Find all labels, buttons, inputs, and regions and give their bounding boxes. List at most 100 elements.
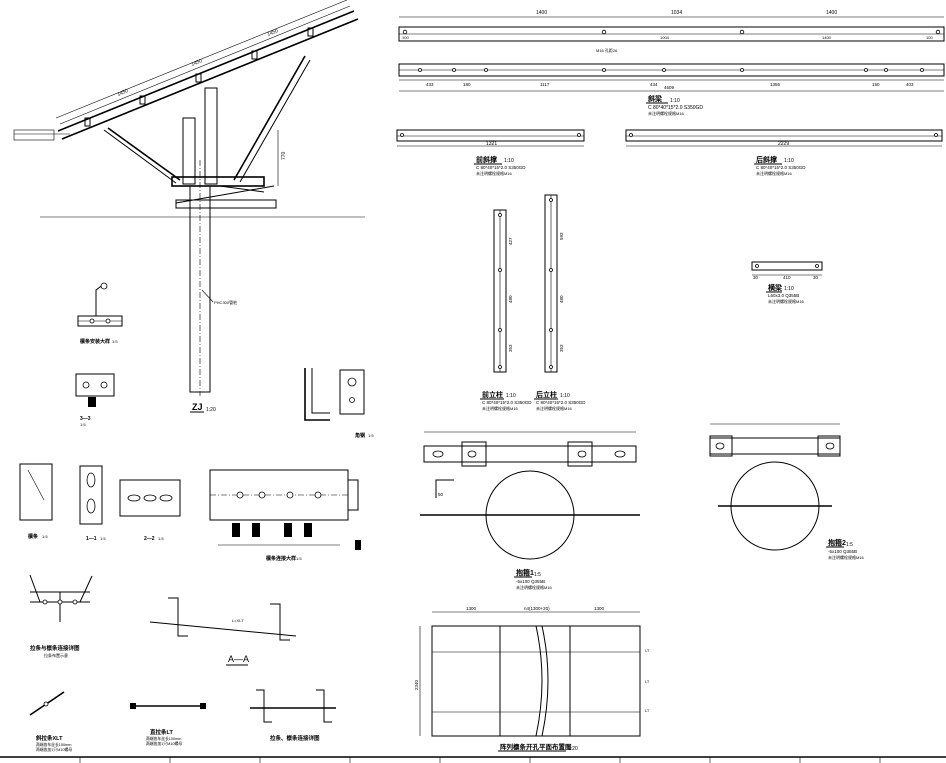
beam-dim-inner-2: 1004 <box>660 35 670 40</box>
support-elevation: 1450 1450 1450 770 PHC300管桩 ZJ 1:20 <box>13 0 365 413</box>
section-11-caption: 1—1 <box>86 536 97 542</box>
rafter-beam-detail: 1400 1034 1400 100 1004 1400 100 <box>398 10 945 116</box>
rear-brace-note: 未注明螺栓规格M16 <box>756 170 793 176</box>
cross-beam-dim-2: 410 <box>783 275 791 280</box>
front-column-dim-1: 427 <box>508 237 513 245</box>
beam-bolts-upper <box>402 29 941 35</box>
rear-brace-scale: 1:10 <box>784 158 794 164</box>
section-22-scale: 1:5 <box>158 536 164 541</box>
beam-dim-inner-4: 100 <box>926 35 933 40</box>
clamp1-spec: -5x100 Q355B <box>516 579 545 584</box>
rear-brace-caption: 后斜撑 <box>756 155 777 164</box>
pile-note: PHC300管桩 <box>214 299 237 305</box>
rear-column-scale: 1:10 <box>560 393 570 399</box>
beam-holes-lower <box>418 68 924 72</box>
plan-tag-1: LT <box>645 648 650 653</box>
beam-dim-bot-4: 434 <box>650 82 658 87</box>
diag-tie-caption: 斜拉条XLT <box>35 734 63 742</box>
beam-dim-top-2: 1034 <box>671 10 682 16</box>
slope-dim-1: 1450 <box>117 88 130 98</box>
beam-dim-inner-3: 1400 <box>822 35 832 40</box>
purlin-plate-caption: 檩条 <box>28 533 38 540</box>
plan-tag-3: LT <box>645 708 650 713</box>
rear-column-dim-1: 593 <box>559 232 564 240</box>
clamp1-angle: 50 <box>438 492 444 497</box>
beam-dim-top-1: 1400 <box>536 10 547 16</box>
angle-piece-caption: 角钢 <box>354 432 365 439</box>
section-2-2: 2—2 1:5 <box>119 479 181 542</box>
front-brace-caption: 前斜撑 <box>476 155 497 164</box>
cross-beam-dim-3: 30 <box>813 275 819 280</box>
angle-piece-detail: 角钢 1:5 <box>304 368 374 439</box>
front-column-detail: 427 480 353 前立柱 1:10 C 80*40*15*2.0 S350… <box>480 209 532 411</box>
plan-dim-top-4: n4(1300+20) <box>524 606 550 611</box>
straight-tie-caption: 直拉条LT <box>150 728 173 736</box>
elevation-scale: 1:20 <box>206 407 216 413</box>
clamp2-caption: 抱箍2 <box>828 538 846 547</box>
rear-column-note: 未注明螺栓规格M16 <box>536 405 573 411</box>
elevation-caption: ZJ <box>192 402 203 412</box>
tie-conn-sub: 拉条布置示意 <box>44 652 68 658</box>
connector-scale: 1:5 <box>296 556 302 561</box>
straight-tie-detail: 直拉条LT 两端各车丝长100mm 两端各加1只M10螺母 <box>130 703 206 746</box>
plan-dim-top-6: 1300 <box>594 606 605 611</box>
rear-column-spec: C 80*40*15*2.0 S350GD <box>536 400 586 405</box>
front-column-caption: 前立柱 <box>482 390 503 399</box>
section-a-a: L=XLT A—A <box>149 597 297 666</box>
section-11-scale: 1:5 <box>100 536 106 541</box>
slope-dim-2: 1450 <box>191 58 204 68</box>
clamp-1-detail: 50 抱箍1 1:5 -5x100 Q355B 未注明螺栓规格M16 <box>420 431 640 590</box>
cross-beam-detail: 30 410 30 横梁 1:10 L60x3.0 Q355B 未注明螺栓规格M… <box>751 261 823 304</box>
purlin-connector-detail: 檩条连接大样 1:5 <box>209 469 361 562</box>
front-brace-detail: 1321 前斜撑 1:10 C 80*40*15*2.0 S350GD 未注明螺… <box>396 129 585 176</box>
beam-note: 未注明螺栓规格M16 <box>648 110 685 116</box>
beam-bolt-label: M16 孔距26 <box>596 47 618 53</box>
beam-dim-bot-1: 433 <box>426 82 434 87</box>
rear-brace-spec: C 80*40*15*2.0 S350GD <box>756 165 806 170</box>
purlin-clips <box>84 27 314 127</box>
angle-piece-scale: 1:5 <box>368 433 374 438</box>
front-brace-scale: 1:10 <box>504 158 514 164</box>
rear-column-dim-2: 480 <box>559 295 564 303</box>
purlin-plan-layout: 1300 n4(1300+20) 1300 2340 LT LT LT 阵列檩条… <box>414 606 650 752</box>
cross-beam-dim-1: 30 <box>753 275 759 280</box>
plan-scale: 1:20 <box>568 746 578 752</box>
front-brace-length: 1321 <box>486 141 497 147</box>
front-column-note: 未注明螺栓规格M16 <box>482 405 519 411</box>
section-1-1: 1—1 1:5 <box>79 465 106 542</box>
section-22-caption: 2—2 <box>144 536 155 542</box>
purlin-plate-scale: 1:5 <box>42 534 48 539</box>
straight-tie-note2: 两端各加1只M10螺母 <box>146 741 182 746</box>
tie-purlin-caption: 拉条、檩条连接详图 <box>270 734 320 742</box>
front-brace-note: 未注明螺栓规格M16 <box>476 170 513 176</box>
section-3-3: 3—3 1:5 <box>75 373 115 427</box>
purlin-install-caption: 檩条安装大样 <box>80 338 110 345</box>
cross-beam-note: 未注明螺栓规格M16 <box>768 298 805 304</box>
section-aa-label: L=XLT <box>232 618 244 623</box>
front-column-spec: C 80*40*15*2.0 S350GD <box>482 400 532 405</box>
tie-purlin-detail: 拉条、檩条连接详图 <box>250 689 336 742</box>
front-brace-spec: C 80*40*15*2.0 S350GD <box>476 165 526 170</box>
clamp1-caption: 抱箍1 <box>516 568 534 577</box>
beam-overall: 4609 <box>664 85 675 90</box>
beam-dim-bot-6: 150 <box>872 82 880 87</box>
purlin-plate: 檩条 1:5 <box>19 463 53 540</box>
rear-brace-length: 2229 <box>778 141 789 147</box>
section-aa-caption: A—A <box>228 654 249 664</box>
front-column-dim-3: 353 <box>508 344 513 352</box>
slope-dim-3: 1450 <box>267 28 280 38</box>
beam-dim-bot-7: 403 <box>906 82 914 87</box>
beam-dim-bot-3: 1117 <box>540 82 550 87</box>
cross-beam-caption: 横梁 <box>768 283 783 292</box>
diag-tie-note1: 两端各车丝长150mm <box>36 742 71 747</box>
section-33-caption: 3—3 <box>80 416 91 422</box>
title-bar <box>0 756 946 763</box>
connector-caption: 檩条连接大样 <box>266 555 296 562</box>
beam-dim-inner-1: 100 <box>402 35 409 40</box>
rear-column-detail: 593 480 353 后立柱 1:10 C 80*40*15*2.0 S350… <box>534 194 586 411</box>
plan-caption: 阵列檩条开孔平面布置图 <box>500 742 572 751</box>
rear-brace-detail: 2229 后斜撑 1:10 C 80*40*15*2.0 S350GD 未注明螺… <box>625 129 943 176</box>
connector-bolts <box>232 523 312 537</box>
plan-dim-left: 2340 <box>414 679 419 690</box>
